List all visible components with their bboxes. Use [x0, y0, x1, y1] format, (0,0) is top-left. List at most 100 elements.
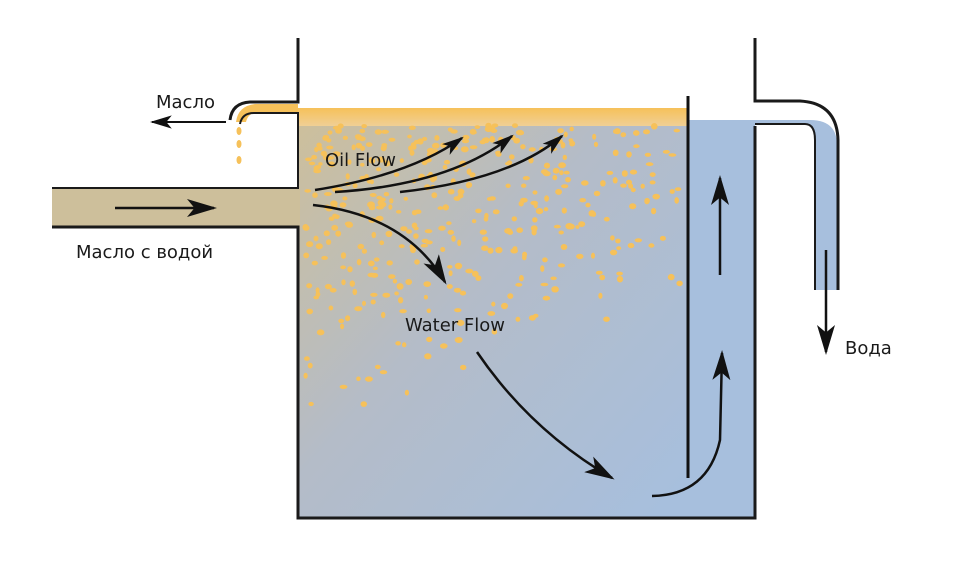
oil-droplet [440, 142, 447, 148]
oil-droplet [356, 376, 361, 382]
oil-droplet [633, 144, 640, 149]
oil-droplet [410, 142, 417, 148]
oil-droplet [598, 292, 603, 299]
oil-droplet [644, 152, 652, 157]
oil-droplet [457, 188, 465, 195]
oil-droplet [383, 160, 391, 167]
oil-droplet [360, 162, 365, 167]
oil-droplet [552, 174, 558, 181]
oil-droplet [482, 236, 489, 242]
oil-droplet [420, 243, 428, 248]
oil-droplet [303, 252, 310, 259]
water-flow-arrow-2 [475, 351, 615, 480]
oil-droplet [651, 207, 657, 215]
oil-droplet [561, 207, 567, 214]
oil-droplet [620, 132, 627, 138]
water-flow-label: Water Flow [405, 315, 505, 336]
oil-outlet-fluid [236, 104, 298, 122]
oil-droplet [313, 295, 320, 300]
oil-droplet [320, 150, 327, 157]
oil-droplet [432, 142, 440, 149]
oil-droplet [345, 173, 350, 180]
oil-droplet [400, 226, 408, 232]
oil-droplet [491, 328, 498, 335]
oil-droplet [340, 323, 345, 330]
oil-droplet [593, 190, 601, 197]
oil-droplet [557, 263, 566, 268]
oil-droplet [591, 252, 595, 259]
oil-droplet [469, 145, 478, 150]
oil-droplet [307, 362, 313, 369]
oil-droplet [380, 201, 387, 208]
oil-droplet [491, 301, 496, 307]
oil-droplet [426, 336, 433, 343]
oil-droplet [542, 295, 551, 301]
oil-flow-label: Oil Flow [325, 150, 396, 171]
oil-droplet [367, 201, 375, 208]
oil-droplet [489, 136, 496, 143]
oil-droplet [543, 162, 551, 169]
oil-droplet [495, 246, 503, 254]
oil-droplet [331, 224, 339, 231]
oil-droplet [317, 146, 323, 150]
oil-droplet [311, 154, 317, 160]
oil-droplet [519, 275, 524, 282]
oil-droplet [381, 129, 389, 134]
oil-droplet [344, 221, 353, 227]
oil-droplet [352, 288, 358, 296]
oil-droplet [676, 280, 683, 287]
oil-droplet [640, 183, 645, 189]
oil-droplet [321, 255, 328, 260]
oil-droplet [518, 200, 524, 207]
oil-droplet [312, 192, 318, 198]
oil-flow-arrow-2 [334, 134, 514, 194]
oil-droplet [388, 274, 396, 279]
oil-droplet [372, 266, 378, 271]
oil-droplet [438, 225, 446, 231]
oil-droplet [386, 260, 393, 266]
oil-droplet [457, 239, 462, 246]
oil-droplet [349, 280, 355, 287]
oil-droplet [355, 142, 363, 149]
oil-droplet [603, 316, 610, 322]
oil-droplet [408, 125, 416, 130]
oil-droplet [515, 282, 523, 287]
oil-droplet [347, 159, 352, 165]
oil-droplet [454, 337, 463, 343]
oil-droplet [332, 151, 341, 157]
oil-droplet [396, 210, 402, 214]
oil-droplet [422, 136, 428, 141]
oil-droplet [481, 245, 489, 251]
oil-droplet [302, 224, 309, 231]
oil-droplet [304, 356, 310, 361]
oil-droplet [629, 169, 638, 175]
oil-droplet [620, 183, 627, 188]
oil-droplet [377, 156, 386, 163]
oil-droplet [374, 364, 381, 370]
oil-droplet [408, 145, 413, 151]
oil-droplet [522, 176, 530, 181]
oil-droplet [515, 129, 524, 136]
oil-droplet [544, 195, 549, 202]
oil-droplet [673, 128, 680, 133]
oil-droplet [380, 197, 386, 202]
oil-droplet [396, 283, 404, 290]
oil-droplet [308, 401, 314, 407]
water-flow-arrow-1 [312, 203, 447, 285]
outlet-pipe-water [755, 120, 837, 290]
oil-droplet [454, 262, 463, 270]
oil-droplet [447, 229, 454, 235]
oil-droplet [354, 306, 363, 312]
oil-droplet [471, 219, 477, 224]
oil-droplet [531, 228, 537, 236]
oil-droplet [674, 197, 679, 204]
oil-droplet [599, 274, 606, 281]
oil-droplet [475, 208, 482, 214]
oil-droplet [424, 353, 432, 360]
water-up-arrow-curve [651, 350, 731, 498]
oil-droplet [651, 123, 658, 130]
oil-droplet [341, 279, 346, 286]
oil-droplet [568, 223, 575, 230]
oil-droplet [410, 246, 416, 254]
oil-droplet [304, 189, 312, 193]
